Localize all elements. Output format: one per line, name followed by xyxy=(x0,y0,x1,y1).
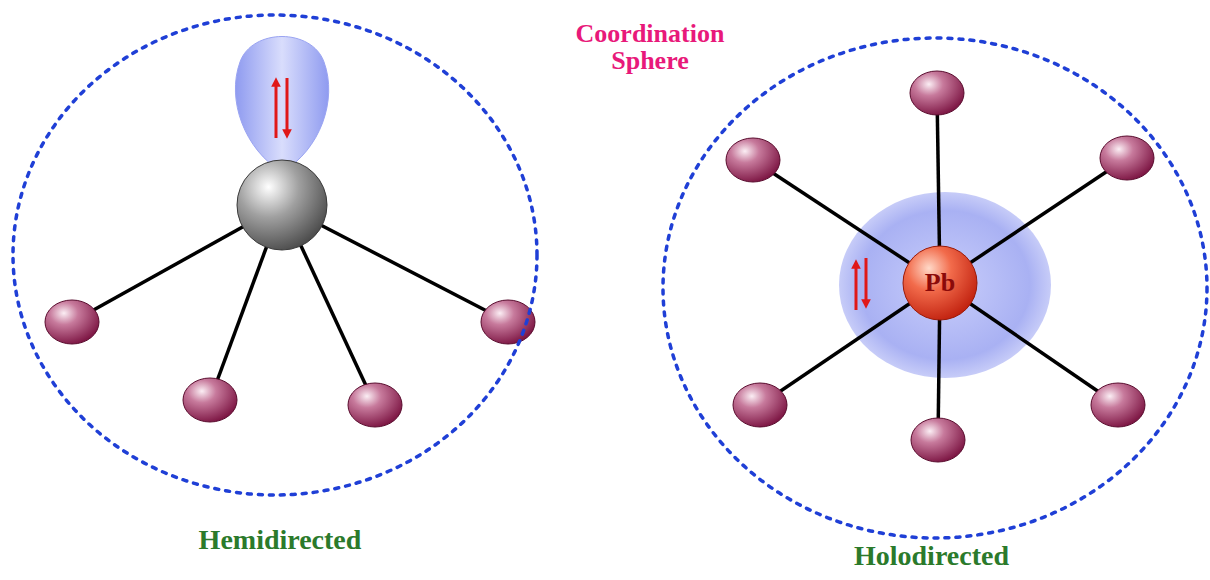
geometry-label: Holodirected xyxy=(854,540,1009,572)
bonds xyxy=(753,93,1127,440)
coordination-sphere: Hemidirected xyxy=(10,12,550,568)
element-symbol: Pb xyxy=(925,268,955,298)
coordination-sphere: Holodirected Pb xyxy=(655,32,1208,576)
lead-atom: Pb xyxy=(902,245,978,321)
geometry-label: Hemidirected xyxy=(199,524,362,556)
electron-pair-arrows xyxy=(276,78,287,138)
lone-pair-cloud xyxy=(839,192,1051,378)
ligands xyxy=(726,71,1154,462)
electron-pair-arrows xyxy=(856,258,866,310)
central-atom xyxy=(237,160,327,250)
ligands xyxy=(45,300,535,427)
annotation-label: Coordination Sphere xyxy=(545,20,755,75)
lone-pair-lobe xyxy=(235,37,328,173)
dashed-outline xyxy=(10,12,550,568)
